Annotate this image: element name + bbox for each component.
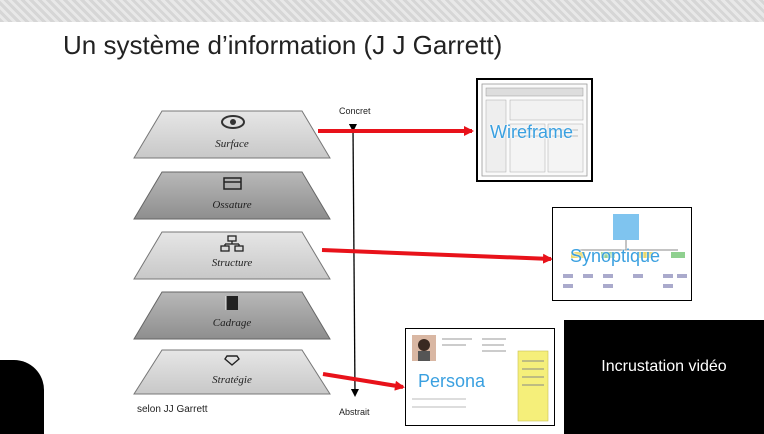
layer-cadrage: Cadrage (133, 291, 331, 340)
eye-icon (221, 115, 245, 129)
axis-label-concret: Concret (339, 106, 371, 116)
synoptique-label: Synoptique (570, 246, 661, 266)
wireframe-thumbnail: Wireframe (476, 78, 593, 182)
layer-structure: Structure (133, 231, 331, 280)
hierarchy-icon (220, 235, 244, 252)
axis-label-abstrait: Abstrait (339, 407, 370, 417)
arrow-structure-synoptique (321, 248, 553, 264)
persona-sketch (412, 335, 549, 422)
video-overlay[interactable]: Incrustation vidéo (564, 320, 764, 434)
arrow-strategie-persona (322, 372, 405, 391)
layer-ossature: Ossature (133, 171, 331, 220)
diamond-icon (224, 355, 240, 366)
layer-label-surface: Surface (215, 138, 249, 150)
layer-label-cadrage: Cadrage (213, 317, 252, 329)
layer-label-structure: Structure (212, 257, 253, 269)
decorative-shape (0, 360, 44, 434)
persona-label: Persona (418, 371, 486, 391)
layer-label-strategie: Stratégie (212, 374, 252, 386)
synoptique-thumbnail: Synoptique (552, 207, 692, 301)
layer-strategie: Stratégie (133, 349, 331, 395)
layer-label-ossature: Ossature (212, 199, 251, 211)
wireframe-label: Wireframe (490, 122, 574, 142)
credit-text: selon JJ Garrett (137, 404, 208, 415)
video-overlay-label: Incrustation vidéo (601, 358, 727, 375)
document-icon (225, 296, 238, 310)
slide-title: Un système d’information (J J Garrett) (63, 30, 503, 60)
header-band (0, 0, 764, 22)
layer-surface: Surface (133, 110, 331, 159)
window-icon (223, 177, 242, 190)
synoptique-sketch (563, 214, 687, 288)
abstraction-axis: Concret Abstrait (339, 106, 371, 417)
wireframe-sketch (481, 83, 588, 177)
persona-thumbnail: Persona (405, 328, 555, 426)
